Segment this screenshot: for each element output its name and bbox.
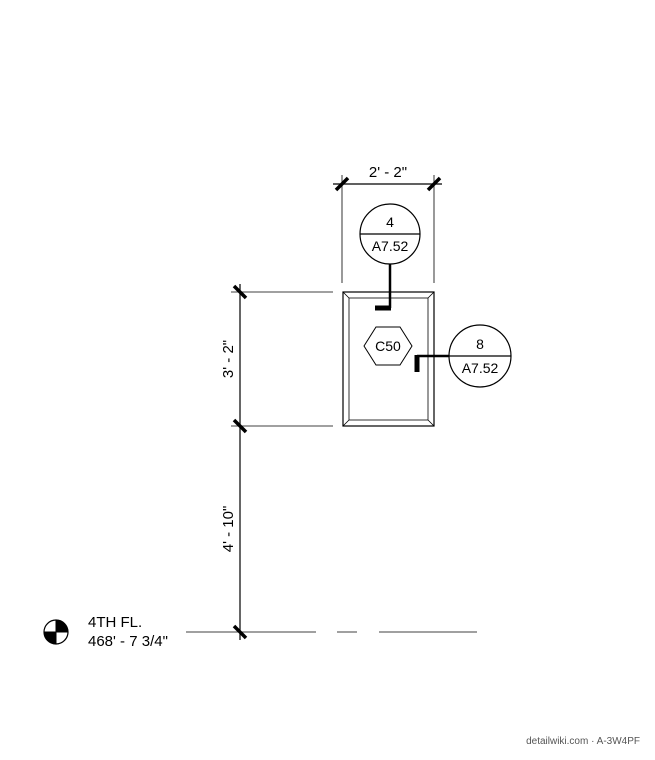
section-tag-right-number: 8 xyxy=(476,336,484,352)
level-elevation: 468' - 7 3/4" xyxy=(88,633,168,650)
watermark: detailwiki.com · A-3W4PF xyxy=(526,736,640,747)
opening-height-label: 3' - 2" xyxy=(220,340,237,378)
width-dimension-label: 2' - 2" xyxy=(369,164,407,181)
window-type-hexagon xyxy=(363,326,413,366)
section-tag-top-sheet: A7.52 xyxy=(372,238,409,254)
window-type-label: C50 xyxy=(375,338,401,354)
sill-height-label: 4' - 10" xyxy=(220,506,237,553)
dim-tick xyxy=(334,176,350,192)
width-dimension xyxy=(333,175,442,283)
window-frame-outer xyxy=(342,291,435,427)
dim-tick xyxy=(232,284,248,300)
section-tag-right[interactable] xyxy=(414,324,512,388)
dim-tick xyxy=(232,418,248,434)
window-frame-inner xyxy=(348,297,429,421)
section-tag-top[interactable] xyxy=(359,203,421,311)
level-datum-icon xyxy=(43,619,69,645)
height-dimension-string xyxy=(231,284,333,640)
section-tag-right-sheet: A7.52 xyxy=(462,360,499,376)
window-opening xyxy=(342,291,435,427)
level-name: 4TH FL. xyxy=(88,614,142,631)
dim-tick xyxy=(426,176,442,192)
section-tag-top-number: 4 xyxy=(386,214,394,230)
